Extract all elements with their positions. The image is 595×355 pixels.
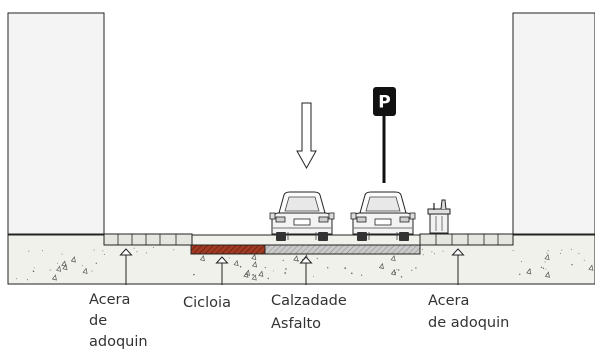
parking-sign-plate xyxy=(373,87,396,116)
road-asphalt-surface xyxy=(264,244,421,255)
bike-lane-surface xyxy=(190,244,266,255)
traffic-direction-arrow-icon xyxy=(296,102,317,170)
parked-car-left xyxy=(269,191,335,242)
label-bike-lane: Cicloia xyxy=(183,295,231,311)
ground-aggregate xyxy=(16,246,594,281)
parking-sign-icon: P xyxy=(378,93,390,113)
parked-car-right xyxy=(350,191,416,242)
label-right-sidewalk: Acera de adoquin xyxy=(428,293,509,331)
label-left-sidewalk: Acera de adoquin xyxy=(89,292,148,350)
right-building xyxy=(512,12,595,235)
right-sidewalk-pavers xyxy=(419,233,514,246)
trash-bin-icon xyxy=(427,199,451,234)
label-roadway: Calzadade Asfalto xyxy=(271,293,351,332)
left-building xyxy=(7,12,105,235)
left-sidewalk-pavers xyxy=(103,233,193,246)
